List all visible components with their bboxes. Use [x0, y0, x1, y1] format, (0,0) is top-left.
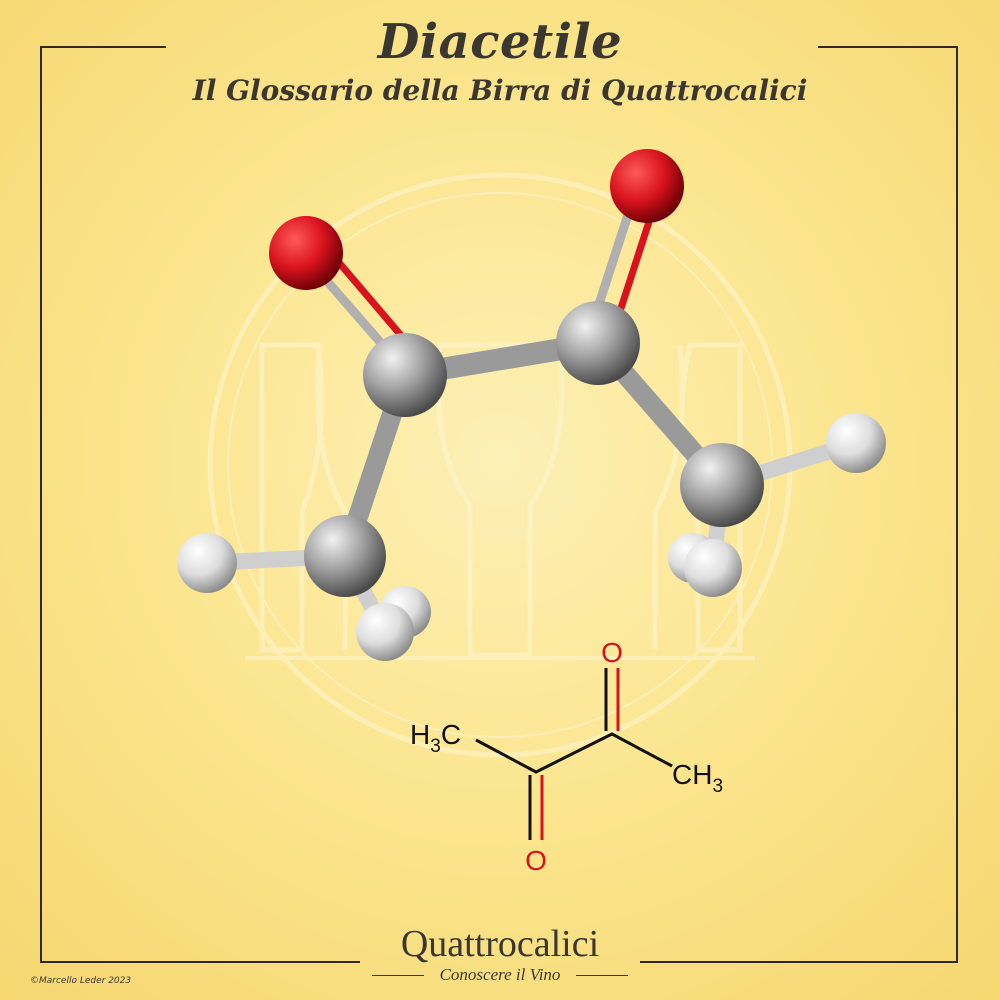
frame-top-right — [818, 46, 958, 48]
oxygen-atom-left — [269, 216, 343, 290]
brand-logo-text: Quattrocalici — [400, 923, 600, 965]
hydrogen-atom-right-2 — [684, 539, 742, 597]
page-title: Diacetile — [377, 14, 623, 70]
tagline-rule-right — [576, 975, 628, 976]
frame-bottom-left — [40, 961, 360, 963]
tagline-rule-left — [372, 975, 424, 976]
hydrogen-atom-left-2 — [356, 603, 414, 661]
frame-right — [956, 46, 958, 963]
skeletal-formula: O O H3C CH3 — [410, 637, 723, 876]
frame-left — [40, 46, 42, 963]
hydrogen-atom-right-1 — [826, 413, 886, 473]
oxygen-atom-right — [610, 149, 684, 223]
frame-bottom-right — [640, 961, 958, 963]
formula-left-group: H3C — [410, 719, 461, 757]
formula-oxygen-bottom: O — [525, 845, 547, 876]
atom-group — [177, 149, 886, 661]
page-subtitle: Il Glossario della Birra di Quattrocalic… — [192, 74, 808, 107]
carbon-atom-methyl-left — [304, 515, 386, 597]
hydrogen-atom-left-1 — [177, 533, 237, 593]
carbon-atom-carbonyl-left — [363, 333, 447, 417]
formula-chain — [475, 732, 673, 774]
copyright-notice: ©Marcello Leder 2023 — [30, 976, 132, 986]
carbon-atom-carbonyl-right — [556, 301, 640, 385]
brand-tagline: Conoscere il Vino — [439, 965, 561, 984]
formula-oxygen-top: O — [601, 637, 623, 668]
carbon-atom-methyl-right — [680, 443, 764, 527]
formula-right-group: CH3 — [672, 759, 723, 797]
frame-top-left — [40, 46, 166, 48]
